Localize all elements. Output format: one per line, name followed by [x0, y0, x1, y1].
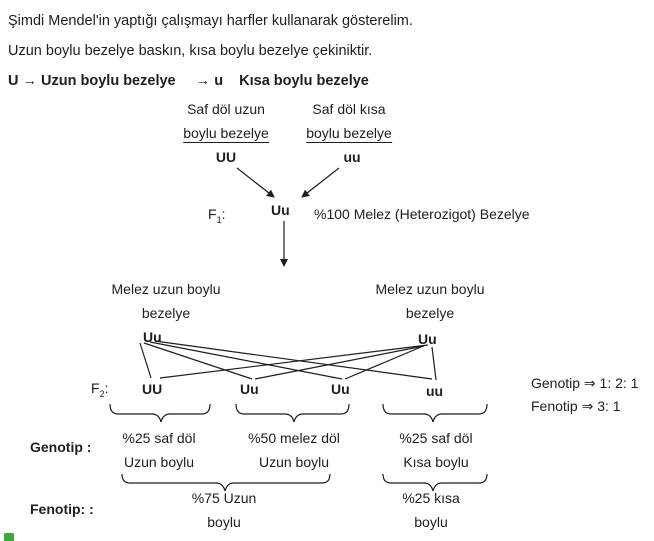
parent-right-to-f1-arrow	[301, 167, 340, 198]
fenotip-group-1-line2: boylu	[207, 514, 241, 530]
parent-right-genotype: uu	[343, 149, 361, 165]
genotip-group-1-line1: %25 saf döl	[122, 430, 196, 446]
f2-label: F2:	[91, 380, 109, 399]
arrow-icon: →	[195, 73, 211, 89]
f2-offspring-Uu-1: Uu	[240, 381, 259, 397]
brace-genotip-3	[382, 403, 488, 423]
parent-left-line1: Saf döl uzun	[187, 101, 265, 117]
fenotip-label: Fenotip: :	[30, 501, 94, 517]
intro-line-2: Uzun boylu bezelye baskın, kısa boylu be…	[8, 43, 373, 59]
genotype-ratio: Genotip ⇒ 1: 2: 1	[531, 375, 639, 391]
parent-left-genotype: UU	[215, 149, 237, 165]
f1-label: F1:	[208, 206, 226, 225]
dominant-meaning: Uzun boylu bezelye	[41, 73, 176, 89]
fenotip-group-1-line1: %75 Uzun	[191, 490, 257, 506]
phenotype-ratio: Fenotip ⇒ 3: 1	[531, 398, 621, 414]
fenotip-group-2-line1: %25 kısa	[402, 490, 460, 506]
brace-fenotip-1	[121, 473, 331, 492]
genotip-group-2-line1: %50 melez döl	[248, 430, 340, 446]
recessive-allele: u	[214, 73, 224, 89]
hybrid-right-line2: bezelye	[405, 305, 455, 321]
brace-genotip-2	[235, 403, 350, 423]
hybrid-right-line1: Melez uzun boylu	[375, 281, 485, 297]
fenotip-group-2-line2: boylu	[414, 514, 448, 530]
hybrid-left-line2: bezelye	[141, 305, 191, 321]
parent-right-line2: boylu bezelye	[306, 125, 392, 143]
genotip-group-3-line2: Kısa boylu	[403, 454, 469, 470]
cross-line	[143, 342, 253, 380]
f2-offspring-uu: uu	[426, 383, 444, 399]
cross-line	[159, 344, 429, 379]
cross-line	[254, 345, 425, 380]
f2-offspring-UU: UU	[142, 381, 163, 397]
genotip-label: Genotip :	[30, 439, 92, 455]
allele-legend: U → Uzun boylu bezelye → u Kısa boylu be…	[8, 73, 369, 89]
genotip-group-2-line2: Uzun boylu	[258, 454, 330, 470]
cross-line	[149, 341, 343, 380]
hybrid-right-genotype: Uu	[418, 331, 437, 347]
f1-description: %100 Melez (Heterozigot) Bezelye	[314, 206, 530, 222]
f2-offspring-Uu-2: Uu	[331, 381, 350, 397]
genotip-group-1-line2: Uzun boylu	[123, 454, 195, 470]
dominant-allele: U	[8, 73, 19, 89]
genotip-group-3-line1: %25 saf döl	[399, 430, 473, 446]
parent-left-line2: boylu bezelye	[183, 125, 269, 143]
cross-line	[431, 346, 437, 381]
recessive-meaning: Kısa boylu bezelye	[239, 73, 369, 89]
cross-line	[344, 346, 422, 380]
cross-line	[154, 340, 433, 380]
parent-right-line1: Saf döl kısa	[312, 101, 386, 117]
hybrid-left-line1: Melez uzun boylu	[111, 281, 221, 297]
f1-genotype: Uu	[271, 202, 290, 218]
brace-genotip-1	[109, 403, 211, 423]
parent-left-to-f1-arrow	[236, 167, 275, 198]
green-marker	[4, 533, 14, 541]
intro-line-1: Şimdi Mendel'in yaptığı çalışmayı harfle…	[8, 13, 413, 29]
arrow-icon: →	[22, 73, 38, 89]
brace-fenotip-2	[382, 473, 488, 492]
cross-line	[139, 342, 152, 379]
